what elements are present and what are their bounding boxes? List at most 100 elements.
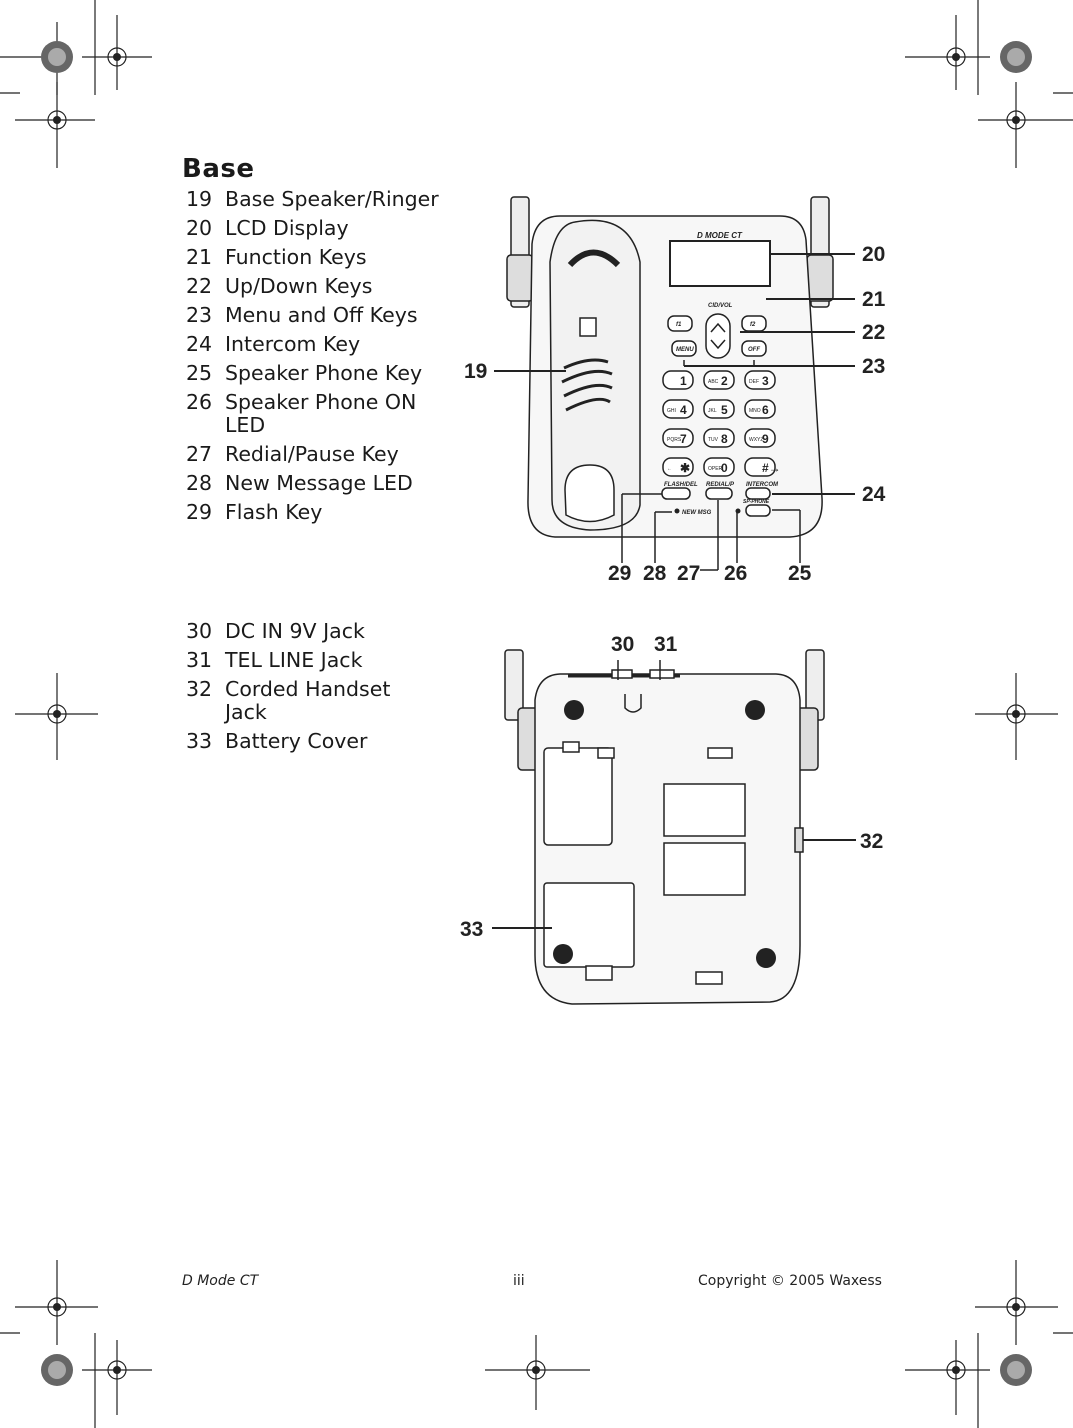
keypad-key [662,457,694,477]
keypad-key-letters: MNO [749,408,761,414]
keypad-key [703,370,735,390]
callout-19: 19 [464,360,487,383]
new-msg-label: NEW MSG [682,510,712,516]
part-item: 31 TEL LINE Jack [186,649,416,672]
keypad-key-digit: 0 [721,461,728,475]
part-number: 20 [186,216,213,240]
keypad-key [703,399,735,419]
redial-p-label: REDIAL/P [706,482,735,488]
keypad-key [744,399,776,419]
part-label: Base Speaker/Ringer [225,187,439,211]
part-number: 19 [186,187,213,211]
callout-25: 25 [788,562,812,585]
callout-28: 28 [643,562,667,585]
part-label: New Message LED [225,471,413,495]
footer-page-number: iii [513,1273,525,1289]
f2-label: f2 [750,322,756,328]
part-item: 19 Base Speaker/Ringer [186,188,446,211]
callout-23: 23 [862,355,885,378]
part-item: 23 Menu and Off Keys [186,304,446,327]
part-number: 32 [186,677,213,701]
keypad-key-letters: OPER [708,466,723,472]
part-label: Intercom Key [225,332,361,356]
keypad-key-digit: 3 [762,374,769,388]
part-label: Battery Cover [225,729,368,753]
keypad-key-digit: ✱ [680,461,690,475]
part-number: 31 [186,648,213,672]
part-number: 22 [186,274,213,298]
callout-31: 31 [654,633,678,656]
part-label: Flash Key [225,500,323,524]
keypad-key-letters: GHI [667,408,676,414]
keypad-key [703,457,735,477]
keypad-key-letters: TUV [708,437,719,443]
part-number: 33 [186,729,213,753]
callout-22: 22 [862,321,885,344]
keypad-key-digit: 7 [680,432,687,446]
part-label: Menu and Off Keys [225,303,418,327]
part-item: 27 Redial/Pause Key [186,443,446,466]
part-label: Function Keys [225,245,367,269]
part-item: 28 New Message LED [186,472,446,495]
keypad-key [744,428,776,448]
keypad-key-digit: 4 [680,403,687,417]
part-label: Speaker Phone ON LED [225,390,417,437]
footer-copyright: Copyright © 2005 Waxess [698,1273,882,1289]
part-item: 22 Up/Down Keys [186,275,446,298]
part-label: Redial/Pause Key [225,442,399,466]
keypad-key [744,457,776,477]
part-item: 26 Speaker Phone ON LED [186,391,446,437]
part-number: 23 [186,303,213,327]
keypad-key-letters: JKL [708,408,717,414]
footer-left: D Mode CT [182,1273,259,1289]
section-title: Base [182,154,255,184]
part-number: 25 [186,361,213,385]
keypad-key-digit: 1 [680,374,687,388]
callout-26: 26 [724,562,747,585]
part-number: 28 [186,471,213,495]
part-number: 21 [186,245,213,269]
callout-29: 29 [608,562,631,585]
part-label: Speaker Phone Key [225,361,423,385]
part-label: LCD Display [225,216,349,240]
menu-label: MENU [676,347,694,353]
keypad-key-digit: 6 [762,403,769,417]
intercom-label: INTERCOM [746,482,779,488]
part-item: 20 LCD Display [186,217,446,240]
keypad-key-letters: ← [667,466,672,472]
starburst-marks [41,41,1032,1386]
callout-24: 24 [862,483,886,506]
keypad-key-digit: #→ [762,461,781,475]
keypad-key-digit: 2 [721,374,728,388]
keypad-key [662,370,694,390]
callout-30: 30 [611,633,634,656]
parts-list-base-top: 19 Base Speaker/Ringer 20 LCD Display 21 Func… [186,188,446,530]
part-label: TEL LINE Jack [225,648,363,672]
keypad-key-digit: 5 [721,403,728,417]
keypad-key-letters: DEF [749,379,759,385]
keypad-key-letters: ABC [708,379,719,385]
f1-label: f1 [676,322,682,328]
part-number: 27 [186,442,213,466]
part-number: 26 [186,390,213,414]
keypad-key-letters: WXYZ [749,437,763,443]
part-item: 33 Battery Cover [186,730,416,753]
callout-21: 21 [862,288,886,311]
part-item: 25 Speaker Phone Key [186,362,446,385]
callout-27: 27 [677,562,700,585]
keypad-key-digit: 9 [762,432,769,446]
keypad-key [662,428,694,448]
brand-label: D MODE CT [697,231,743,240]
off-label: OFF [748,347,760,353]
part-label: Up/Down Keys [225,274,373,298]
flash-del-label: FLASH/DEL [664,482,698,488]
callout-32: 32 [860,830,883,853]
